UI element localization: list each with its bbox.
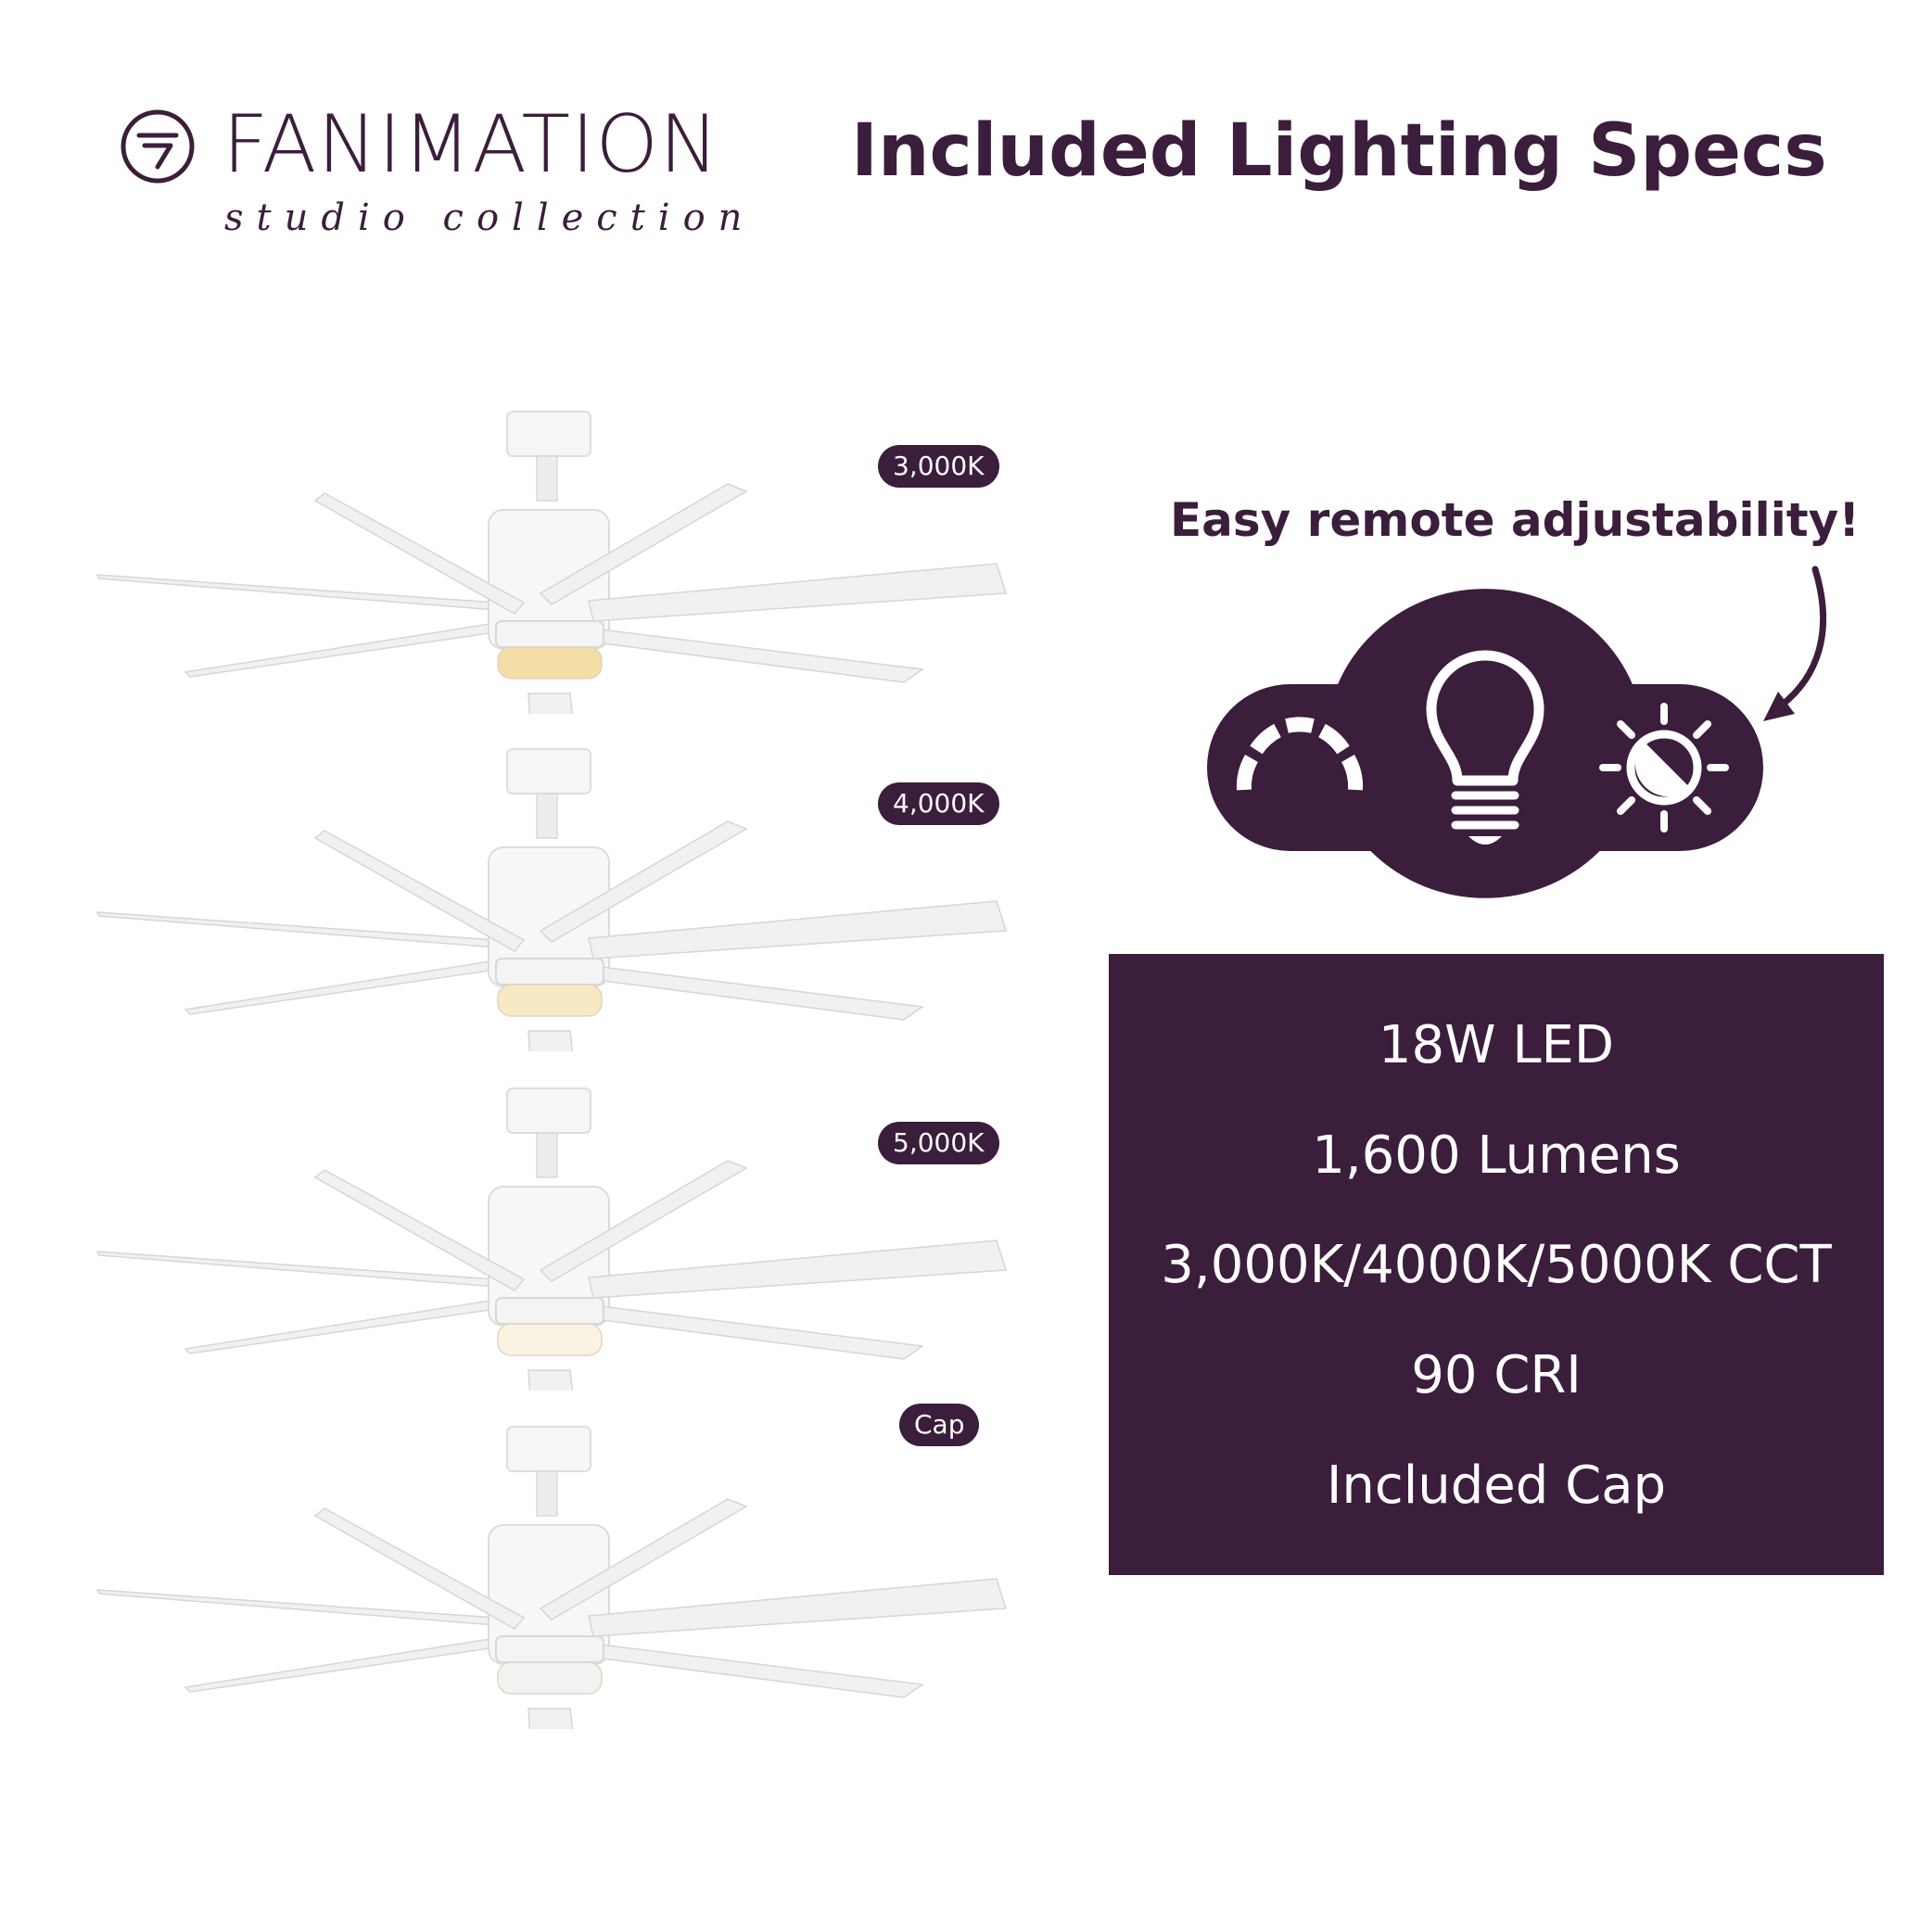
badge-cap: Cap [899, 1404, 980, 1446]
fan-blade [95, 1589, 497, 1626]
page-title: Included Lighting Specs [851, 109, 1827, 193]
fan-blade [527, 1708, 574, 1729]
curved-arrow-icon [1763, 566, 1826, 721]
fan-light-lens [497, 1323, 603, 1356]
badge-5000k: 5,000K [878, 1122, 999, 1164]
fan-light-ring [495, 620, 604, 648]
fan-light-ring [495, 958, 604, 985]
fan-blade [184, 1299, 497, 1354]
fan-blade [184, 622, 497, 678]
fan-blade [95, 1251, 497, 1288]
spec-cap: Included Cap [1326, 1455, 1667, 1516]
fan-blade [539, 1498, 748, 1621]
fan-downrod [536, 455, 558, 502]
fan-downrod [536, 1132, 558, 1178]
brand-subtitle: studio collection [224, 197, 756, 239]
fan-blade [588, 900, 1007, 960]
fan-light-ring [495, 1297, 604, 1325]
fan-blade [527, 1369, 574, 1391]
fan-blade [588, 1578, 1007, 1637]
fan-canopy [506, 1426, 591, 1472]
fan-blade [313, 830, 526, 952]
fan-blade [587, 1304, 925, 1360]
fan-blade [587, 965, 925, 1021]
fan-blade [313, 1507, 526, 1630]
fan-downrod [536, 793, 558, 839]
badge-4000k: 4,000K [878, 782, 999, 825]
fan-light-lens [497, 984, 603, 1017]
fan-blade [588, 1239, 1007, 1299]
fan-image-3000k [88, 399, 1015, 714]
fan-blade [587, 1643, 925, 1698]
fan-image-cap [88, 1414, 1015, 1729]
fan-canopy [506, 748, 591, 794]
light-bulb-icon [1426, 650, 1544, 845]
fan-blade [95, 574, 497, 611]
specs-panel: 18W LED 1,600 Lumens 3,000K/4000K/5000K … [1109, 954, 1884, 1575]
spec-wattage: 18W LED [1378, 1015, 1615, 1075]
fan-blade [539, 820, 748, 943]
fan-blade [539, 1160, 748, 1282]
fan-downrod [536, 1470, 558, 1517]
fan-blade [95, 911, 497, 948]
brand-logo: FANIMATION studio collection [119, 98, 749, 252]
fan-blade [184, 960, 497, 1015]
fan-blade [588, 563, 1007, 622]
fan-blade [527, 1030, 574, 1051]
badge-3000k: 3,000K [878, 445, 999, 488]
spec-cct: 3,000K/4000K/5000K CCT [1161, 1235, 1832, 1295]
fan-blade [313, 492, 526, 615]
fan-canopy [506, 1087, 591, 1134]
brightness-icon [1599, 703, 1729, 833]
fanimation-logo-icon [121, 109, 195, 184]
fan-light-ring [495, 1635, 604, 1663]
fan-blade [587, 628, 925, 683]
dimmer-icon [1236, 717, 1364, 791]
fan-canopy [506, 411, 591, 457]
fan-light-lens [497, 646, 603, 680]
fan-blade [527, 693, 574, 714]
fan-image-4000k [88, 736, 1015, 1051]
fan-blade [184, 1637, 497, 1693]
spec-lumens: 1,600 Lumens [1312, 1125, 1681, 1186]
remote-control-graphic [1196, 566, 1826, 909]
spec-cri: 90 CRI [1411, 1345, 1582, 1405]
fan-blade [313, 1169, 526, 1291]
fan-light-lens [497, 1661, 603, 1695]
fan-blade [539, 483, 748, 605]
remote-tagline: Easy remote adjustability! [1170, 493, 1861, 547]
fan-image-5000k [88, 1075, 1015, 1391]
brand-name: FANIMATION [222, 98, 720, 191]
